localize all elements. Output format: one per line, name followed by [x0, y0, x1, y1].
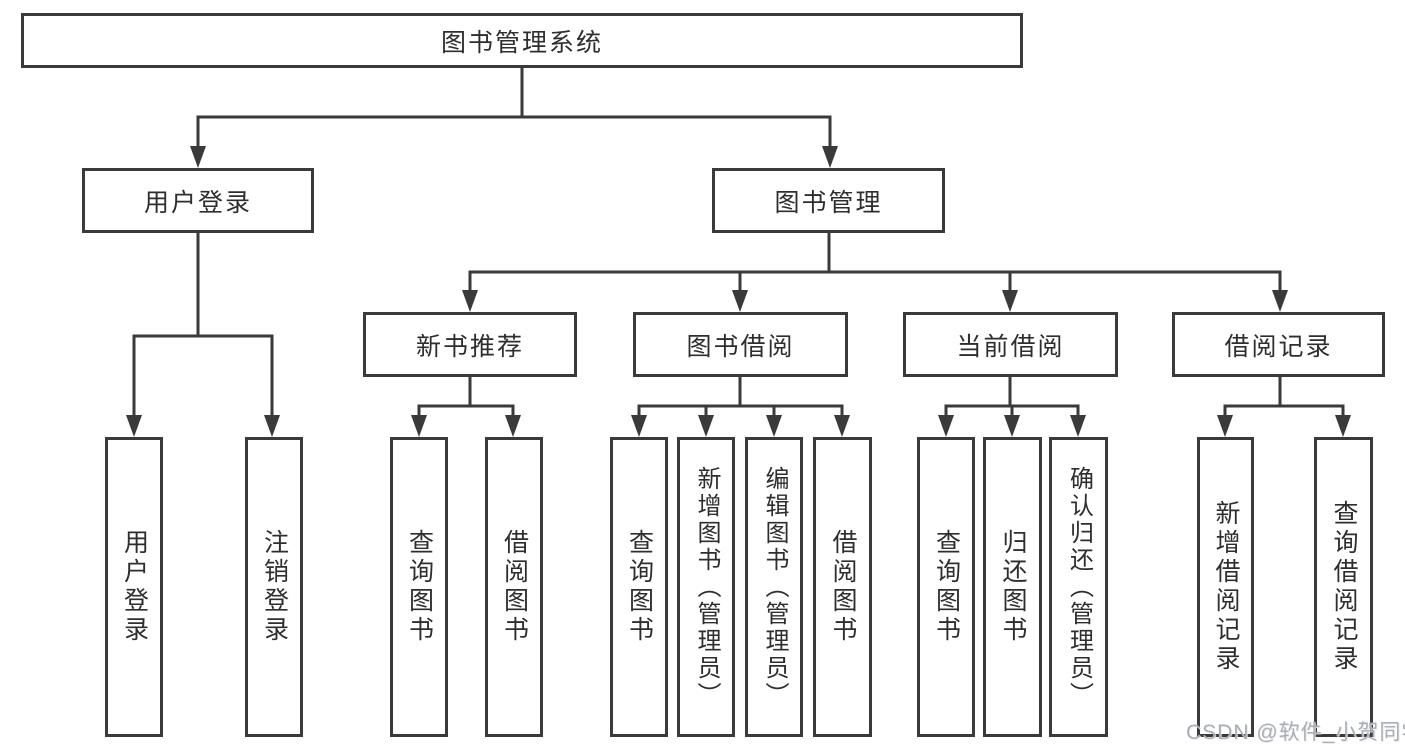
- csdn-watermark: CSDN @软件_小贺同学: [1186, 721, 1405, 744]
- leaf-query-borrow-record: 查询借阅记录: [1314, 437, 1373, 737]
- connector-book-borrow-children: [631, 377, 850, 437]
- leaf-add-borrow-record: 新增借阅记录: [1197, 437, 1254, 737]
- connector-root-to-level2: [190, 68, 838, 168]
- leaf-query-books-borrow: 查询图书: [610, 437, 668, 737]
- connector-borrow-records-children: [1217, 377, 1351, 437]
- connector-current-borrow-children: [938, 377, 1086, 437]
- node-user-login: 用户登录: [82, 168, 314, 233]
- node-book-borrowing: 图书借阅: [633, 312, 848, 377]
- node-borrowing-records: 借阅记录: [1172, 312, 1385, 377]
- node-current-borrowing: 当前借阅: [903, 312, 1118, 377]
- leaf-add-books-admin: 新增图书（管理员）: [677, 437, 735, 737]
- connector-book-mgmt-children: [462, 233, 1288, 312]
- leaf-user-login: 用户登录: [105, 437, 163, 737]
- leaf-edit-books-admin: 编辑图书（管理员）: [745, 437, 803, 737]
- leaf-query-books-new: 查询图书: [390, 437, 448, 737]
- node-root: 图书管理系统: [21, 13, 1023, 68]
- connector-user-login-children: [126, 233, 280, 437]
- node-new-book-recommend: 新书推荐: [363, 312, 577, 377]
- leaf-borrow-books-new: 借阅图书: [485, 437, 543, 737]
- connector-new-books-children: [411, 377, 521, 437]
- leaf-query-books-current: 查询图书: [917, 437, 975, 737]
- leaf-confirm-return-admin: 确认归还（管理员）: [1049, 437, 1108, 737]
- leaf-borrow-books: 借阅图书: [813, 437, 872, 737]
- leaf-logout: 注销登录: [245, 437, 303, 737]
- node-book-management: 图书管理: [712, 168, 945, 233]
- leaf-return-books: 归还图书: [983, 437, 1042, 737]
